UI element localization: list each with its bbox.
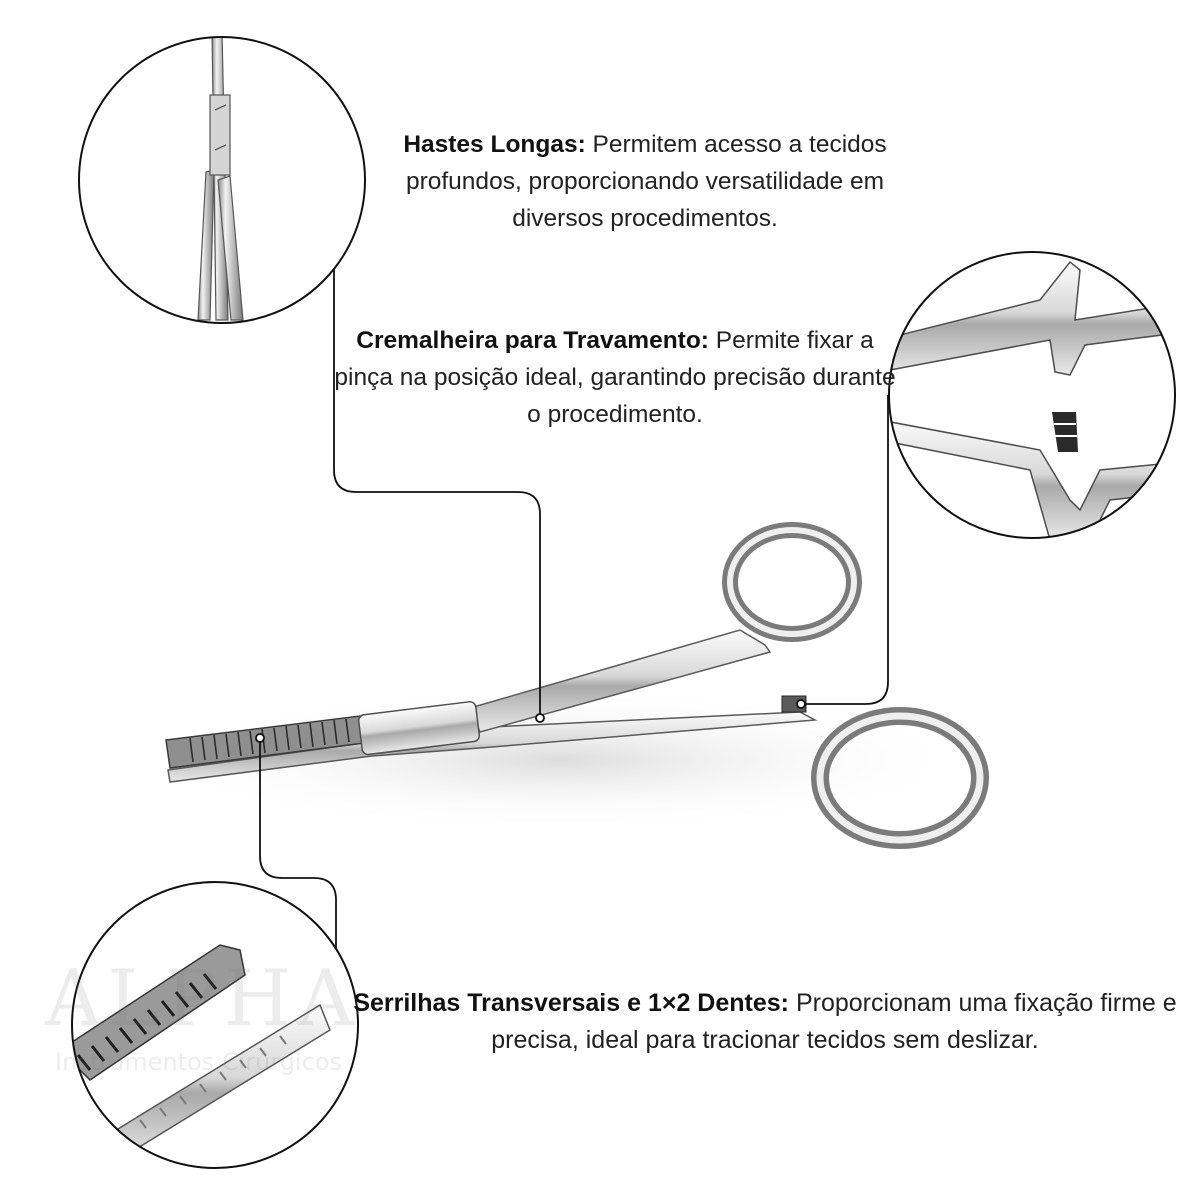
detail-circle-serrilhas [71, 881, 359, 1169]
hastes-anchor-dot [535, 713, 545, 723]
callout-cremalheira-body: Permite fixar a pinça na posição ideal, … [334, 327, 896, 428]
detail-circle-hastes [78, 36, 366, 324]
cremalheira-anchor-dot [796, 699, 806, 709]
callout-hastes-longas: Hastes Longas: Permitem acesso a tecidos… [370, 126, 920, 237]
callout-serrilhas-title: Serrilhas Transversais e 1×2 Dentes: [353, 989, 789, 1017]
callout-connectors [259, 265, 889, 1000]
watermark-tagline: Instrumentos Cirúrgicos [55, 1048, 342, 1076]
callout-serrilhas: Serrilhas Transversais e 1×2 Dentes: Pro… [330, 985, 1200, 1059]
serrilhas-anchor-dot [255, 733, 265, 743]
watermark-brand: ALPHA [44, 954, 360, 1044]
callout-hastes-body: Permitem acesso a tecidos profundos, pro… [405, 131, 887, 232]
callout-serrilhas-body: Proporcionam uma fixação firme e precisa… [491, 989, 1177, 1054]
hemostat-forceps-image [140, 522, 989, 849]
callout-cremalheira-title: Cremalheira para Travamento: [356, 327, 709, 354]
watermark-logo: ALPHA Instrumentos Cirúrgicos [44, 954, 360, 1076]
detail-circle-cremalheira [888, 251, 1176, 539]
callout-hastes-title: Hastes Longas: [403, 131, 586, 158]
callout-cremalheira: Cremalheira para Travamento: Permite fix… [330, 322, 900, 433]
